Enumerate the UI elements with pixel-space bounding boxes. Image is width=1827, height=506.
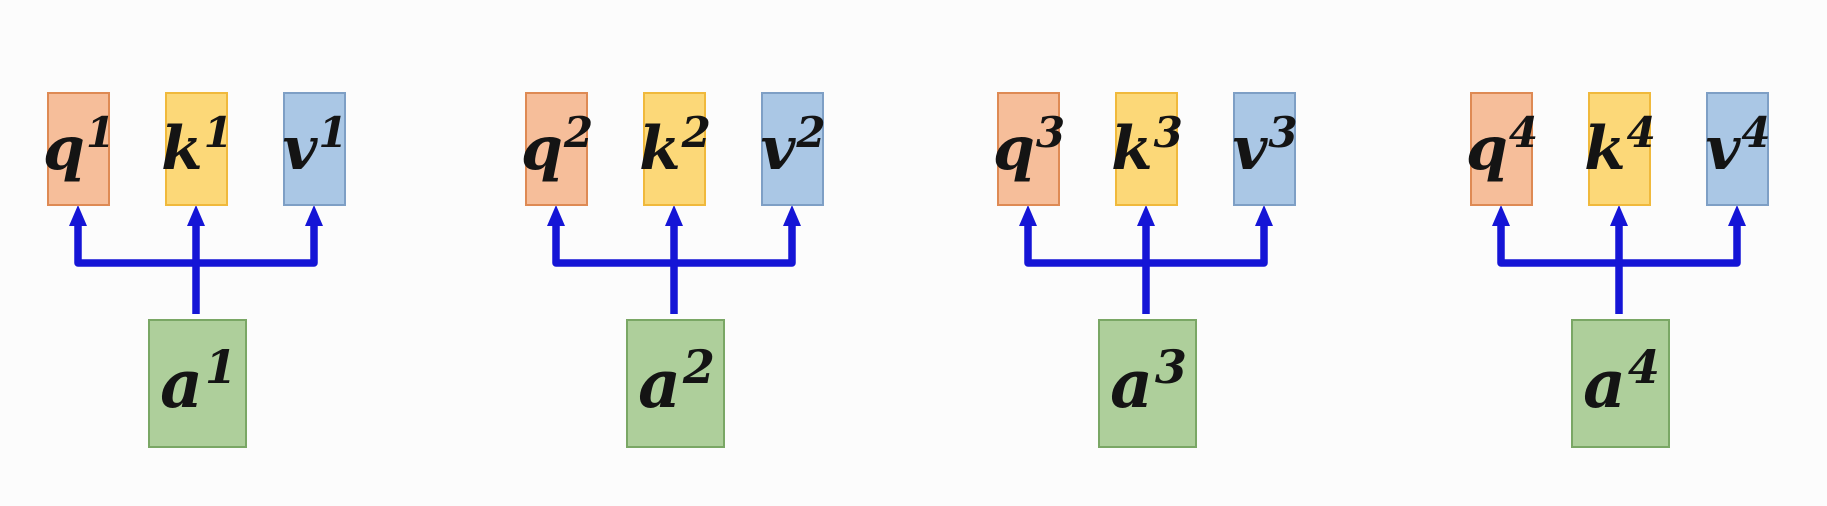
a-label: a2 (638, 339, 715, 423)
arrowhead-icon (1137, 205, 1155, 226)
k-label: k3 (1111, 108, 1183, 184)
fanout-arrow (1019, 205, 1273, 314)
q-label: q3 (992, 108, 1066, 184)
k-label: k4 (1584, 108, 1656, 184)
attention-group-2: q2 k2 v2 a2 (521, 0, 826, 506)
k-box-4: k4 (1584, 92, 1656, 206)
q-label: q1 (42, 108, 116, 184)
q-box-2: q2 (521, 92, 593, 206)
attention-group-4: q4 k4 v4 a4 (1466, 0, 1771, 506)
arrowhead-icon (187, 205, 205, 226)
v-label: v1 (282, 108, 348, 184)
a-label: a4 (1583, 339, 1660, 423)
k-label: k1 (161, 108, 233, 184)
k-box-2: k2 (639, 92, 711, 206)
arrowhead-icon (1255, 205, 1273, 226)
arrowhead-icon (1492, 205, 1510, 226)
a-box-1: a1 (148, 319, 247, 448)
a-box-4: a4 (1571, 319, 1670, 448)
fanout-arrow (1492, 205, 1746, 314)
q-box-3: q3 (993, 92, 1065, 206)
attention-group-3: q3 k3 v3 a3 (993, 0, 1298, 506)
arrowhead-icon (305, 205, 323, 226)
q-box-4: q4 (1466, 92, 1538, 206)
arrowhead-icon (69, 205, 87, 226)
arrowhead-icon (665, 205, 683, 226)
q-label: q4 (1465, 108, 1539, 184)
fanout-arrow (547, 205, 801, 314)
arrowhead-icon (1019, 205, 1037, 226)
arrowhead-icon (783, 205, 801, 226)
v-box-3: v3 (1232, 92, 1298, 206)
k-box-1: k1 (161, 92, 233, 206)
v-label: v4 (1705, 108, 1771, 184)
k-box-3: k3 (1111, 92, 1183, 206)
v-label: v3 (1232, 108, 1298, 184)
v-box-1: v1 (282, 92, 348, 206)
v-box-4: v4 (1705, 92, 1771, 206)
a-label: a3 (1110, 339, 1187, 423)
v-label: v2 (760, 108, 826, 184)
q-box-1: q1 (43, 92, 115, 206)
arrowhead-icon (1610, 205, 1628, 226)
q-label: q2 (520, 108, 594, 184)
v-box-2: v2 (760, 92, 826, 206)
attention-group-1: q1 k1 v1 a1 (43, 0, 348, 506)
arrowhead-icon (547, 205, 565, 226)
k-label: k2 (639, 108, 711, 184)
a-label: a1 (160, 339, 237, 423)
a-box-3: a3 (1098, 319, 1197, 448)
fanout-arrow (69, 205, 323, 314)
arrowhead-icon (1728, 205, 1746, 226)
a-box-2: a2 (626, 319, 725, 448)
